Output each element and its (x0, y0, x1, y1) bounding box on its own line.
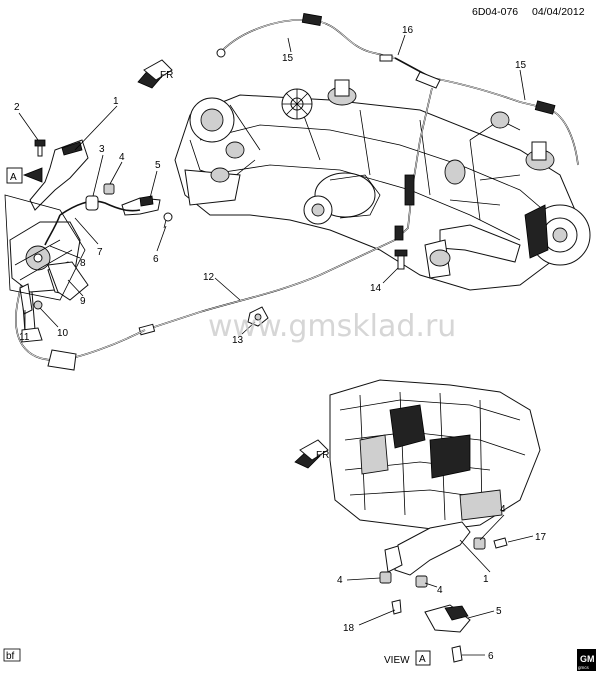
callout-15-left: 15 (282, 53, 294, 64)
watermark-text: www.gmsklad.ru (208, 309, 456, 344)
fr-label-top: FR (160, 70, 173, 81)
gm-logo-text: GM (580, 654, 595, 664)
view-callout-5: 5 (496, 606, 502, 617)
view-callout-4-mid: 4 (437, 585, 443, 596)
fr-label-bottom: FR (316, 450, 329, 461)
rear-cable-right (431, 77, 579, 166)
view-callout-17: 17 (535, 532, 547, 543)
callout-4: 4 (119, 152, 125, 163)
corner-mark-text: bf (6, 651, 15, 662)
switch-11 (19, 283, 33, 315)
view-callout-1: 1 (483, 574, 489, 585)
footer-corner-mark: bf (3, 648, 21, 662)
view-callout-4-left: 4 (337, 575, 343, 586)
view-callout-18: 18 (343, 623, 355, 634)
callout-7: 7 (97, 247, 103, 258)
callout-3: 3 (99, 144, 105, 155)
callout-1: 1 (113, 96, 119, 107)
bolt-14 (394, 249, 408, 270)
view-caption-text: VIEW (384, 655, 410, 666)
callout-15-right: 15 (515, 60, 527, 71)
callout-14: 14 (370, 283, 382, 294)
view-a-caption: VIEW A (384, 650, 431, 666)
diagram-code: 6D04-076 (472, 6, 518, 18)
nut-10 (33, 300, 43, 310)
intermediate-cable (138, 87, 433, 336)
callout-13: 13 (232, 335, 244, 346)
fr-arrow-icon: FR (137, 59, 173, 89)
leader-lines (18, 34, 534, 656)
callout-8: 8 (80, 258, 86, 269)
fr-arrow-icon: FR (294, 439, 329, 469)
bolt-2 (34, 139, 46, 157)
rear-cable-left (216, 13, 396, 59)
callout-10: 10 (57, 328, 69, 339)
view-callout-4-top: 4 (500, 504, 506, 515)
callout-2: 2 (14, 102, 20, 113)
grommet-4 (103, 183, 115, 195)
cable-equalizer (379, 54, 441, 89)
rear-suspension-assembly (174, 79, 591, 291)
gm-logo-subtext: gmcs (578, 665, 590, 670)
view-a-tag-label: A (10, 172, 17, 183)
view-callout-6: 6 (488, 651, 494, 662)
callout-labels: 1 2 3 4 5 6 7 8 9 10 11 12 13 14 15 15 1… (14, 25, 547, 662)
diagram-date: 04/04/2012 (532, 6, 585, 18)
view-a-detail (329, 379, 541, 663)
bolt-6 (163, 212, 173, 229)
callout-6: 6 (153, 254, 159, 265)
clip-3 (85, 195, 99, 211)
bracket-5 (121, 195, 161, 216)
callout-16: 16 (402, 25, 414, 36)
bracket-1 (29, 139, 89, 211)
nut-13 (247, 306, 269, 327)
gm-logo: GM gmcs (577, 649, 596, 671)
callout-11: 11 (19, 332, 30, 343)
callout-5: 5 (155, 160, 161, 171)
cable-sheath-7 (44, 200, 141, 246)
callout-12: 12 (203, 272, 215, 283)
view-a-tag: A (6, 167, 43, 184)
callout-9: 9 (80, 296, 86, 307)
view-caption-ref: A (419, 654, 426, 665)
